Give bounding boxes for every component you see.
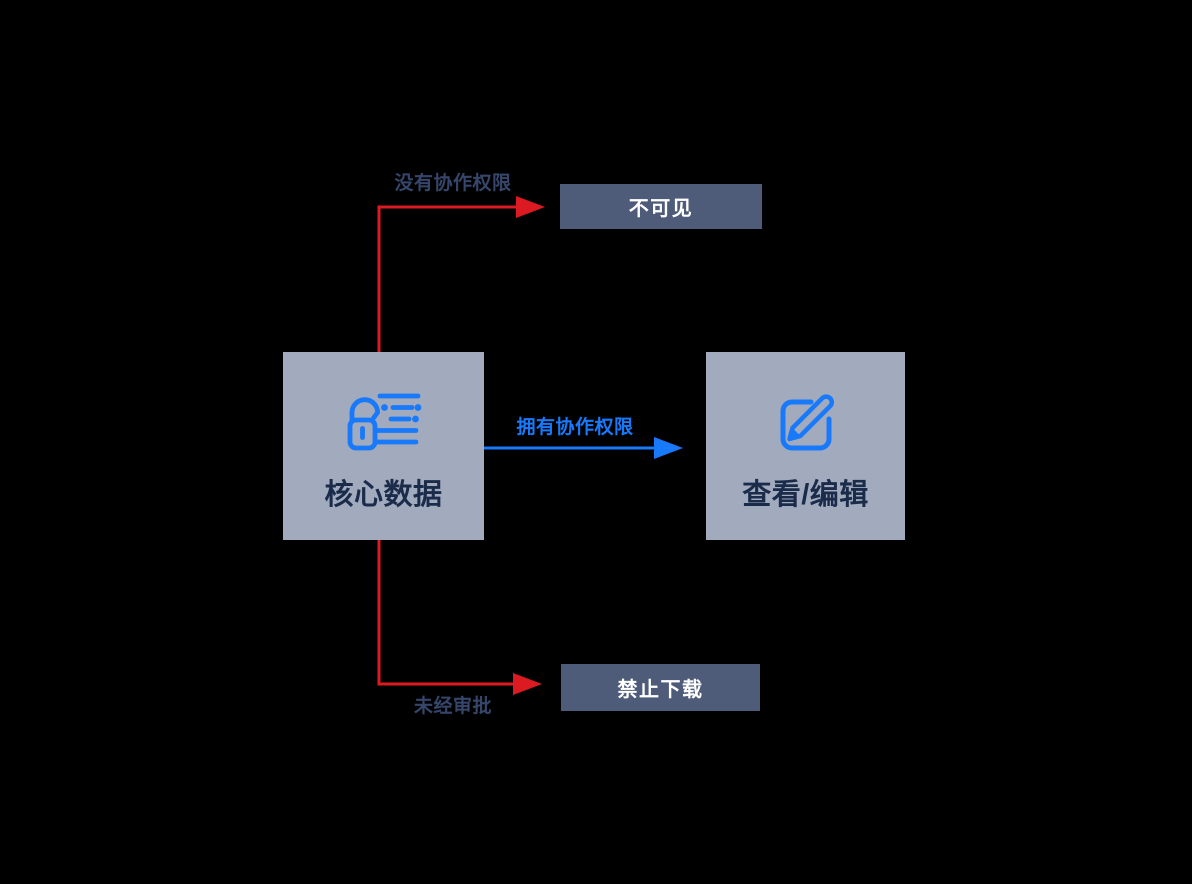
node-no-download: 禁止下载 [561, 664, 760, 711]
node-invisible-label: 不可见 [628, 198, 694, 220]
node-view-edit: 查看/编辑 [706, 352, 905, 540]
node-core-data: 核心数据 [283, 352, 484, 540]
node-core-data-label: 核心数据 [324, 479, 443, 511]
edge-has-permission-label: 拥有协作权限 [516, 417, 634, 438]
node-no-download-label: 禁止下载 [617, 679, 704, 701]
edge-no-permission-arrow [377, 196, 545, 352]
node-invisible: 不可见 [560, 184, 762, 229]
edge-not-approved-arrow [377, 540, 542, 695]
node-view-edit-label: 查看/编辑 [742, 479, 869, 511]
lock-document-icon [347, 393, 422, 451]
edit-square-icon [780, 394, 834, 451]
edge-not-approved-label: 未经审批 [413, 696, 493, 717]
edge-no-permission-label: 没有协作权限 [394, 173, 512, 194]
edge-has-permission-arrow [484, 437, 683, 459]
